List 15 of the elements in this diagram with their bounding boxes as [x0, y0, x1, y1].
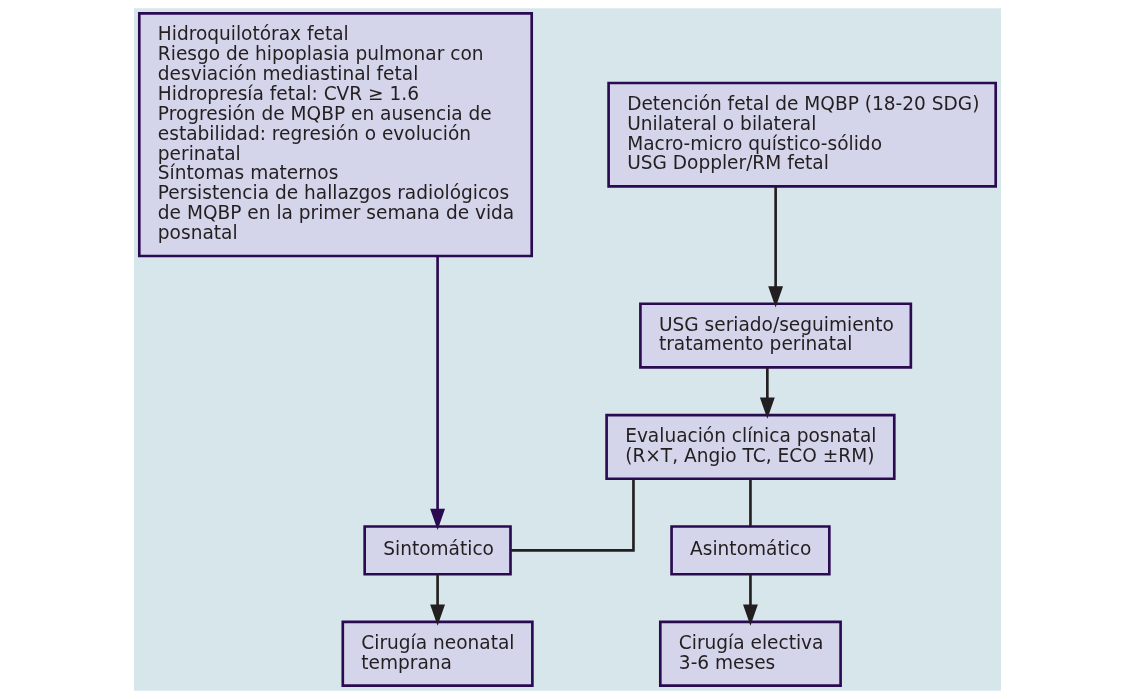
node-box: Cirugía neonatal temprana — [340, 620, 534, 687]
arrow — [429, 256, 445, 531]
node-box: Sintomático — [362, 525, 512, 576]
node-box: Hidroquilotórax fetal Riesgo de hipoplasia pulmonar con desviación mediastinal fetal Hidropresía fetal: CVR ≥ 1.6 Progresión de MQBP en ausencia de estabilidad: regresión o evolución perinatal Síntomas maternos Persistencia de hallazgos radiológicos de MQBP en la primer semana de vida posnatal — [137, 12, 533, 258]
node-box: Cirugía electiva 3-6 meses — [658, 620, 842, 687]
node-box: Asintomático — [669, 525, 831, 576]
arrow — [429, 574, 445, 626]
arrow — [767, 186, 783, 308]
node-box: Detención fetal de MQBP (18-20 SDG) Unilateral o bilateral Macro-micro quístico-sólido USG Doppler/RM fetal — [606, 81, 997, 188]
node-box: Evaluación clínica posnatal (R×T, Angio TC, ECO ±RM) — [604, 413, 896, 481]
arrow — [759, 367, 775, 419]
arrow — [742, 574, 758, 626]
connector — [510, 479, 635, 552]
connector — [748, 479, 752, 527]
node-box: USG seriado/seguimiento tratamento perinatal — [638, 302, 912, 369]
